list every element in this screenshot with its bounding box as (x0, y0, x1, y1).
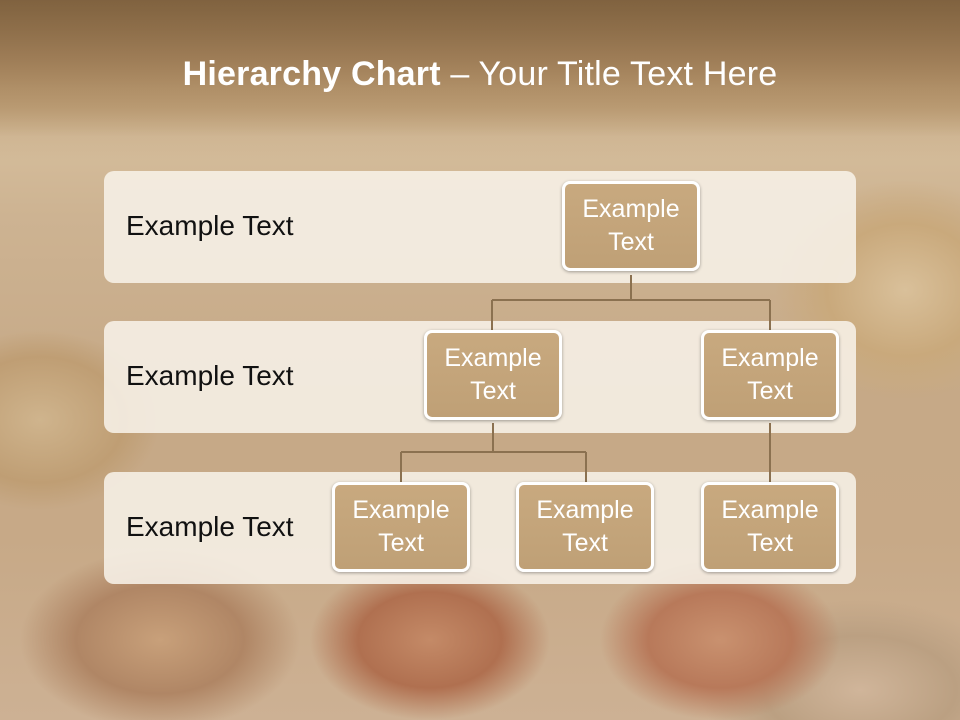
title-rest: – Your Title Text Here (440, 55, 778, 93)
node-root[interactable]: Example Text (562, 181, 700, 271)
node-level3-3-label: Example Text (721, 496, 819, 557)
node-level2-right-label: Example Text (721, 344, 819, 405)
level-label-3: Example Text (126, 511, 294, 542)
node-level2-right[interactable]: Example Text (701, 330, 839, 420)
node-level3-2[interactable]: Example Text (516, 482, 654, 572)
level-label-1: Example Text (126, 210, 294, 241)
node-level3-1[interactable]: Example Text (332, 482, 470, 572)
connector-left (400, 423, 587, 482)
title-bold: Hierarchy Chart (182, 55, 441, 93)
node-level2-left[interactable]: Example Text (424, 330, 562, 420)
title-band (0, 0, 960, 160)
node-level3-2-label: Example Text (536, 496, 634, 557)
node-level2-left-label: Example Text (444, 344, 542, 405)
node-root-label: Example Text (582, 195, 680, 256)
slide-title: Hierarchy Chart – Your Title Text Here (0, 55, 960, 94)
connector-root (491, 275, 771, 330)
node-level3-1-label: Example Text (352, 496, 450, 557)
node-level3-3[interactable]: Example Text (701, 482, 839, 572)
level-band-1 (104, 171, 856, 283)
level-label-2: Example Text (126, 360, 294, 391)
